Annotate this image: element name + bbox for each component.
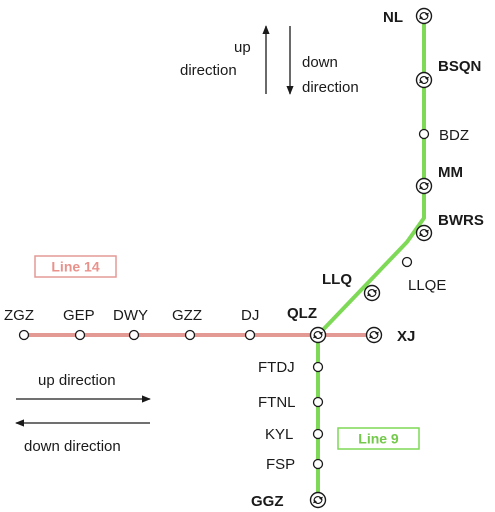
- station-dot-icon[interactable]: [401, 256, 413, 268]
- station-label-XJ: XJ: [397, 328, 415, 345]
- interchange-icon[interactable]: [309, 326, 327, 344]
- station-label-MM: MM: [438, 164, 463, 181]
- legend-down-text-1: down: [302, 54, 338, 71]
- station-label-FTNL: FTNL: [258, 394, 296, 411]
- interchange-icon[interactable]: [415, 7, 433, 25]
- legend-up-direction-text: up direction: [38, 372, 116, 389]
- station-dot-icon[interactable]: [74, 329, 86, 341]
- interchange-icon[interactable]: [363, 284, 381, 302]
- station-label-QLZ: QLZ: [287, 305, 317, 322]
- station-label-BSQN: BSQN: [438, 58, 481, 75]
- station-dot-icon[interactable]: [244, 329, 256, 341]
- interchange-icon[interactable]: [365, 326, 383, 344]
- interchange-stations: [309, 7, 433, 509]
- station-label-BDZ: BDZ: [439, 127, 469, 144]
- legend-down-text-2: direction: [302, 79, 359, 96]
- station-label-DWY: DWY: [113, 307, 148, 324]
- interchange-icon[interactable]: [415, 71, 433, 89]
- station-label-GEP: GEP: [63, 307, 95, 324]
- line9-label-box: Line 9: [337, 427, 420, 450]
- line9-stops: [312, 128, 430, 470]
- interchange-icon[interactable]: [309, 491, 327, 509]
- station-label-FSP: FSP: [266, 456, 295, 473]
- legend-down-direction-text: down direction: [24, 438, 121, 455]
- vertical-direction-legend: up direction down direction: [180, 25, 359, 96]
- station-dot-icon[interactable]: [184, 329, 196, 341]
- line9-label: Line 9: [358, 431, 399, 447]
- station-label-LLQ: LLQ: [322, 271, 352, 288]
- station-label-BWRS: BWRS: [438, 212, 484, 229]
- interchange-icon[interactable]: [415, 177, 433, 195]
- legend-up-text-2: direction: [180, 62, 237, 79]
- station-label-FTDJ: FTDJ: [258, 359, 295, 376]
- station-label-GGZ: GGZ: [251, 493, 284, 510]
- station-dot-icon[interactable]: [312, 396, 324, 408]
- line9-track: [316, 16, 426, 500]
- line14-label: Line 14: [51, 259, 99, 275]
- station-label-KYL: KYL: [265, 426, 293, 443]
- line14-stops: [18, 329, 256, 341]
- line14-label-box: Line 14: [34, 255, 117, 278]
- station-dot-icon[interactable]: [312, 458, 324, 470]
- horizontal-direction-legend: up direction down direction: [15, 372, 151, 455]
- station-dot-icon[interactable]: [312, 361, 324, 373]
- legend-up-text-1: up: [234, 39, 251, 56]
- interchange-icon[interactable]: [415, 224, 433, 242]
- station-labels: NL BSQN BDZ MM BWRS LLQE LLQ QLZ XJ FTDJ…: [4, 9, 484, 510]
- station-dot-icon[interactable]: [312, 428, 324, 440]
- station-label-ZGZ: ZGZ: [4, 307, 34, 324]
- station-label-LLQE: LLQE: [408, 277, 446, 294]
- station-dot-icon[interactable]: [18, 329, 30, 341]
- station-label-GZZ: GZZ: [172, 307, 202, 324]
- station-label-DJ: DJ: [241, 307, 259, 324]
- station-label-NL: NL: [383, 9, 403, 26]
- station-dot-icon[interactable]: [418, 128, 430, 140]
- station-dot-icon[interactable]: [128, 329, 140, 341]
